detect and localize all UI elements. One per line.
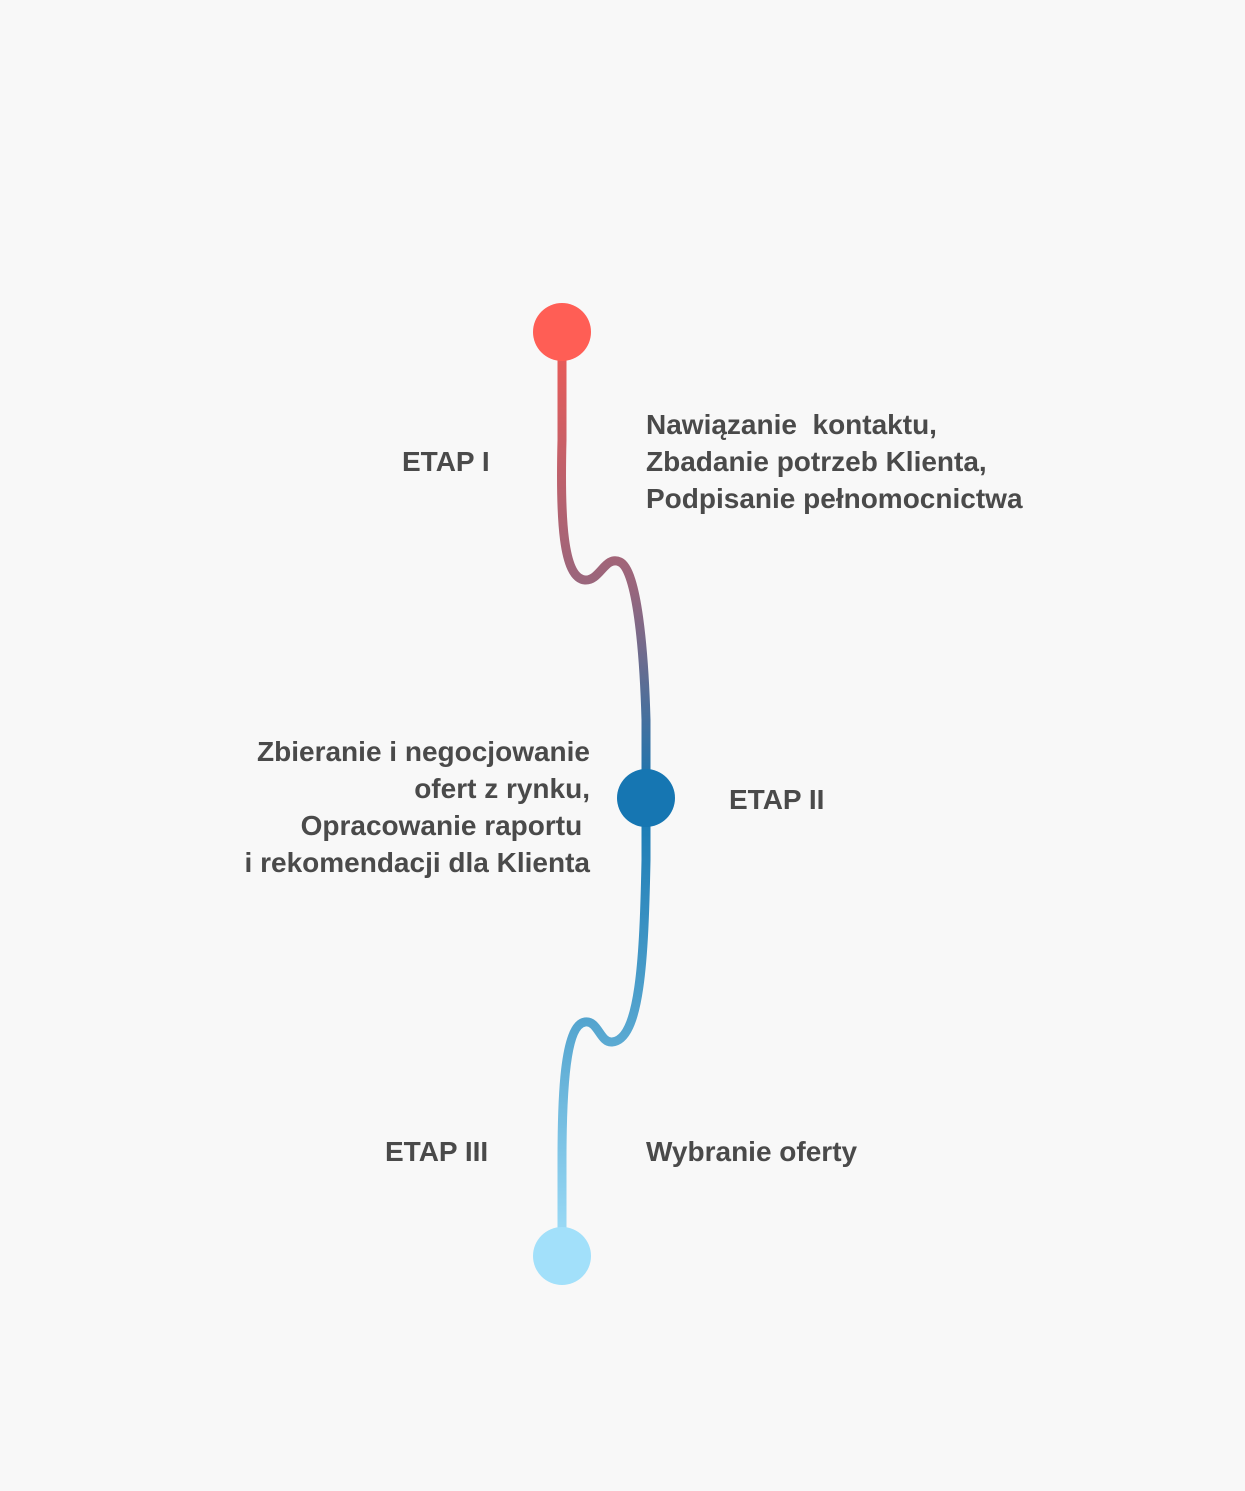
stage-1-description: Nawiązanie kontaktu, Zbadanie potrzeb Kl… bbox=[646, 409, 1023, 514]
stage-3-description: Wybranie oferty bbox=[646, 1136, 858, 1167]
stage-2-node bbox=[617, 769, 675, 827]
stage-3-title: ETAP III bbox=[385, 1136, 489, 1167]
timeline-connector-line bbox=[556, 327, 651, 1261]
stage-1-title: ETAP I bbox=[402, 446, 490, 477]
stage-2-description: Zbieranie i negocjowanie ofert z rynku, … bbox=[244, 736, 590, 878]
stage-1-node bbox=[533, 303, 591, 361]
stage-2-title: ETAP II bbox=[729, 784, 825, 815]
stage-3-node bbox=[533, 1227, 591, 1285]
